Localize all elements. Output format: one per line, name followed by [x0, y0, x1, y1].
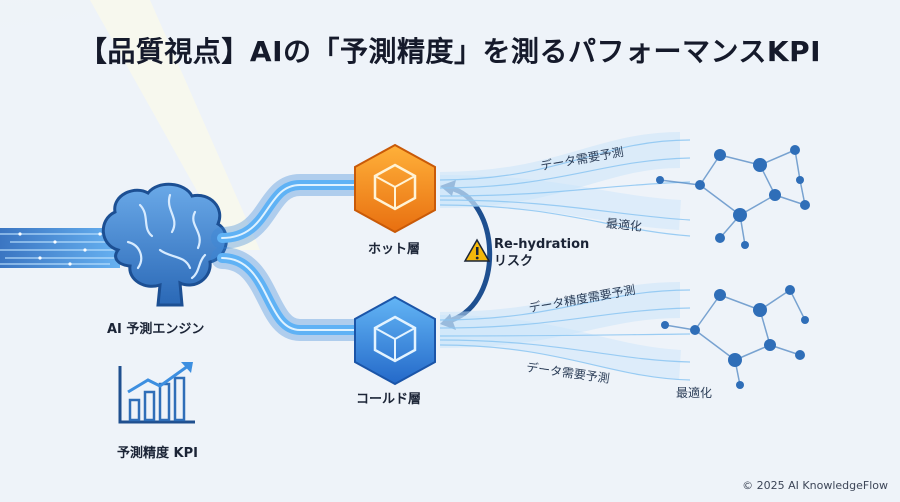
hot-tier-label: ホット層 [368, 242, 421, 257]
copyright-text: © 2025 AI KnowledgeFlow [742, 479, 888, 492]
ai-engine-label: AI 予測エンジン [107, 322, 205, 337]
rehydration-label-line2: リスク [494, 254, 534, 269]
top-network-graph-icon [656, 145, 810, 249]
top-output-stream [439, 132, 691, 237]
brain-icon [101, 182, 228, 307]
warning-icon [463, 238, 491, 262]
bottom-output-stream [439, 282, 691, 381]
page-title: 【品質視点】AIの「予測精度」を測るパフォーマンスKPI [78, 35, 822, 68]
bottom-optimize-label: 最適化 [676, 386, 713, 400]
tier-connectors [211, 174, 366, 341]
kpi-growth-chart-icon [118, 362, 195, 424]
bottom-network-graph-icon [661, 285, 809, 389]
cold-tier-cube-icon [354, 295, 436, 386]
rehydration-label-line1: Re-hydration [494, 237, 590, 252]
kpi-label: 予測精度 KPI [117, 446, 198, 461]
rehydration-label: Re-hydration リスク [494, 236, 589, 270]
input-data-stream [0, 228, 120, 268]
hot-tier-cube-icon [354, 143, 436, 234]
top-optimize-label: 最適化 [605, 216, 643, 234]
cold-tier-label: コールド層 [356, 392, 422, 407]
